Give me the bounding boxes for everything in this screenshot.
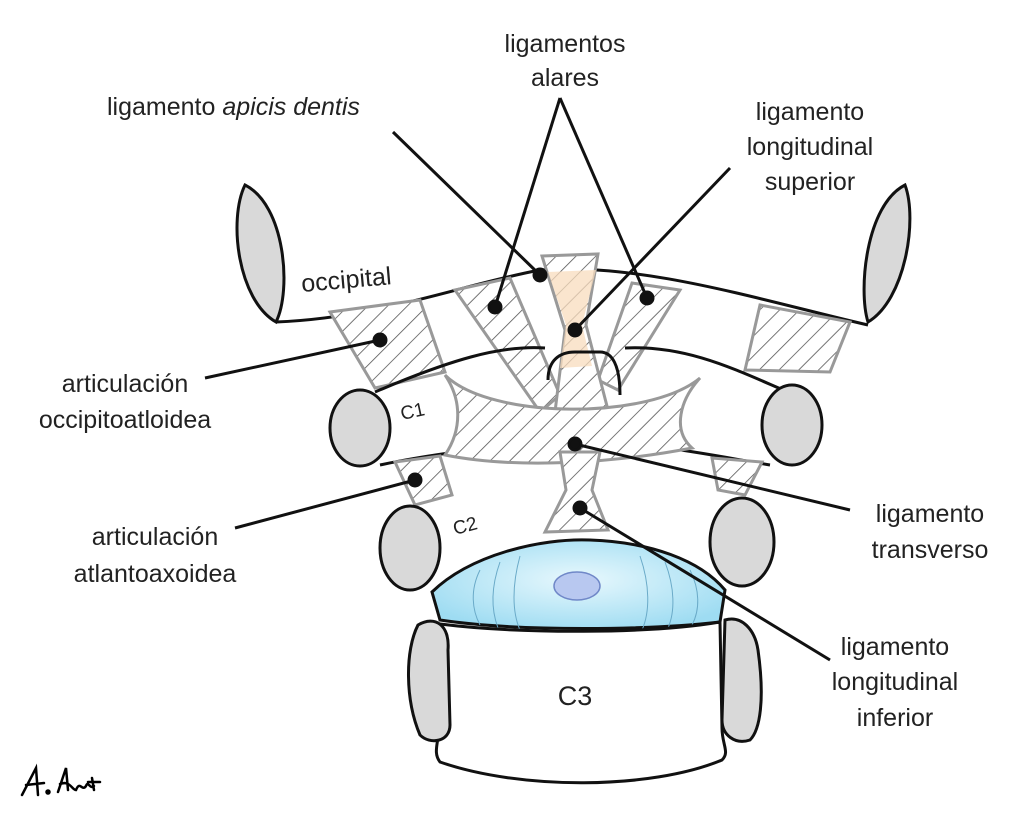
label-occipitoatloidea-2: occipitoatloidea xyxy=(39,406,211,434)
label-occipitoatloidea-1: articulación xyxy=(62,370,188,398)
vertebra-c3 xyxy=(407,617,763,785)
axis-c2 xyxy=(378,496,776,592)
label-apicis-prefix: ligamento xyxy=(107,93,222,121)
label-apicis-dentis: ligamento apicis dentis xyxy=(107,93,360,121)
apical-ligament xyxy=(548,270,596,368)
artist-signature xyxy=(20,763,102,797)
label-apicis-italic: apicis dentis xyxy=(222,93,360,121)
label-transverso-1: ligamento xyxy=(876,500,984,528)
label-long-sup-1: ligamento xyxy=(756,98,864,126)
occipitoatlantal-joint-right xyxy=(743,303,853,374)
label-long-inf-1: ligamento xyxy=(841,633,949,661)
intervertebral-disc xyxy=(430,538,727,631)
occipitoatlantal-joint-left xyxy=(327,298,447,390)
label-atlantoaxoidea-1: articulación xyxy=(92,523,218,551)
nucleus-pulposus xyxy=(553,571,601,601)
label-long-sup-3: superior xyxy=(765,168,855,196)
label-long-sup-2: longitudinal xyxy=(747,133,874,161)
cruciform-lower-band xyxy=(542,450,611,534)
label-long-inf-3: inferior xyxy=(857,704,933,732)
label-ligamentos-alares-2: alares xyxy=(531,64,599,92)
transverse-ligament xyxy=(442,373,702,465)
label-c2: C2 xyxy=(451,513,480,540)
label-atlantoaxoidea-2: atlantoaxoidea xyxy=(74,560,237,588)
label-transverso-2: transverso xyxy=(872,536,989,564)
alar-ligament-right xyxy=(596,281,683,392)
label-c1: C1 xyxy=(399,399,427,425)
leader-lines xyxy=(204,97,851,662)
label-ligamentos-alares-1: ligamentos xyxy=(505,30,626,58)
atlantoaxial-joint-right xyxy=(710,456,765,497)
label-c3: C3 xyxy=(558,681,593,711)
atlantoaxial-joint-left xyxy=(392,454,454,507)
label-long-inf-2: longitudinal xyxy=(832,668,959,696)
label-occipital: occipital xyxy=(300,262,392,298)
